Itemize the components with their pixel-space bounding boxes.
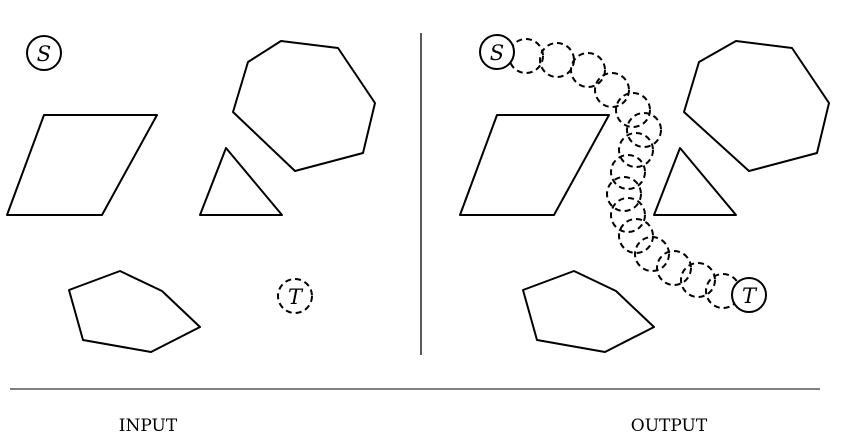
path-circle: [606, 176, 642, 212]
input-triangle: [199, 147, 283, 216]
path-circle: [634, 236, 670, 272]
output-hexagon: [522, 270, 655, 353]
input-start-label: S: [37, 42, 51, 66]
input-target-node: T: [277, 278, 313, 314]
input-octagon: [232, 40, 376, 172]
input-parallelogram: [6, 114, 158, 216]
path-circle: [618, 218, 654, 254]
output-parallelogram: [459, 114, 610, 216]
path-circle: [610, 154, 646, 190]
path-circle: [680, 262, 716, 298]
output-target-node: T: [731, 277, 767, 313]
output-panel: S T: [459, 34, 830, 353]
input-start-node: S: [26, 35, 62, 71]
path-circle: [570, 52, 606, 88]
path-circle: [610, 197, 646, 233]
input-caption: INPUT: [119, 416, 178, 436]
output-start-label: S: [490, 41, 504, 65]
input-panel: S T: [6, 35, 376, 353]
output-octagon: [683, 40, 830, 172]
input-hexagon: [68, 270, 201, 353]
output-triangle: [653, 147, 737, 216]
path-circle: [618, 132, 654, 168]
path-circle: [626, 112, 662, 148]
output-start-node: S: [479, 34, 515, 70]
path-circle: [656, 250, 692, 286]
output-path: [508, 38, 741, 309]
output-target-label: T: [742, 284, 758, 308]
output-caption: OUTPUT: [631, 416, 708, 436]
path-circle: [615, 92, 651, 128]
path-circle: [594, 72, 630, 108]
path-circle: [539, 42, 575, 78]
input-target-label: T: [288, 285, 304, 309]
